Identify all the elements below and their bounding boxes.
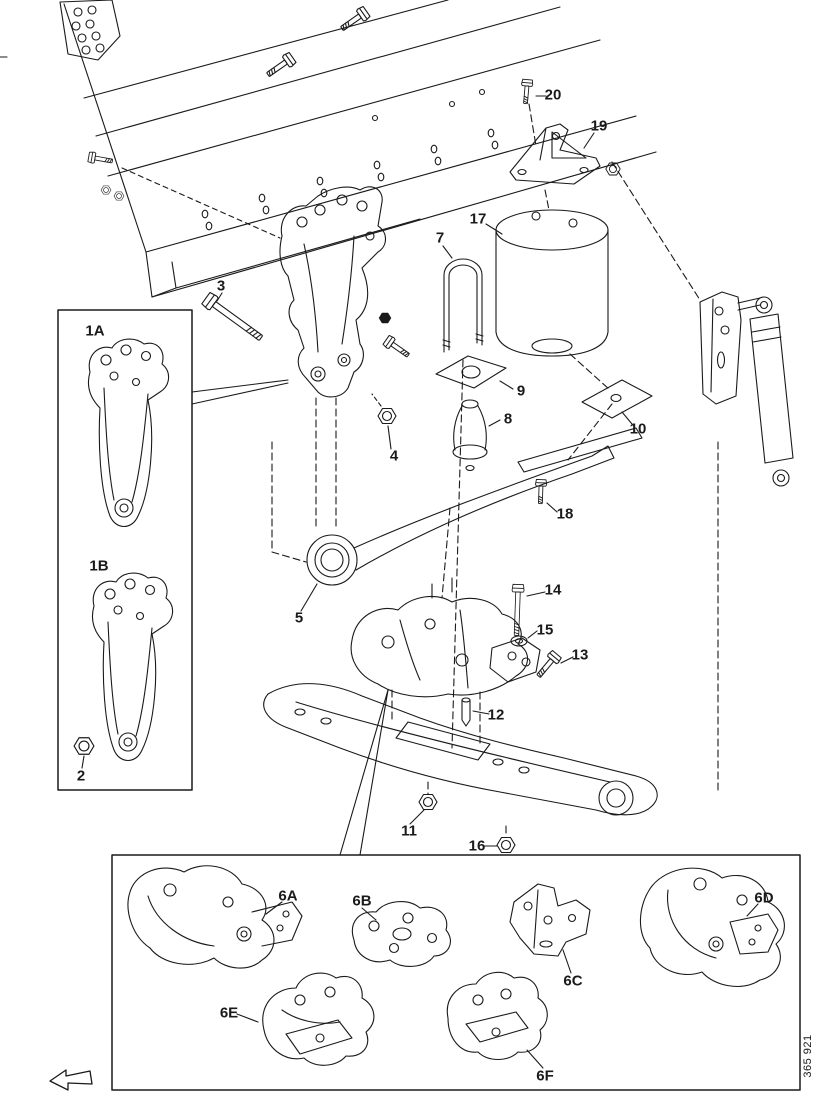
- callout-16: 16: [468, 837, 486, 855]
- air-spring-17: [495, 209, 609, 357]
- callout-1b: 1B: [89, 557, 109, 575]
- bracket-6c: [509, 883, 591, 957]
- nut-16: [496, 836, 516, 854]
- drawing-number: 365 921: [802, 1034, 814, 1078]
- callout-leader-lines: [81, 95, 759, 1069]
- chassis-frame-rail: [0, 0, 657, 298]
- callout-6f: 6F: [536, 1067, 554, 1085]
- callout-20: 20: [544, 86, 562, 104]
- callout-6b: 6B: [352, 892, 372, 910]
- frame-bolts: [263, 5, 372, 81]
- bracket-1b: [91, 572, 174, 762]
- callout-9: 9: [516, 382, 526, 400]
- axle-beam: [263, 683, 658, 816]
- callout-11: 11: [401, 822, 417, 840]
- variant-box: [111, 854, 801, 1091]
- spacer-plate-10: [581, 379, 653, 419]
- bracket-1a: [87, 338, 170, 528]
- bracket-6e: [262, 972, 375, 1066]
- bracket-6d: [639, 867, 785, 987]
- nut-2: [73, 737, 95, 755]
- callout-19: 19: [590, 117, 608, 135]
- axle-seat-casting: [350, 577, 541, 698]
- callout-18: 18: [556, 505, 574, 523]
- bracket-6b: [352, 901, 451, 967]
- small-bolt-and-nut: [378, 312, 413, 362]
- inset-pointer: [191, 379, 289, 405]
- direction-arrow-icon: [49, 1069, 93, 1091]
- callout-12: 12: [487, 706, 505, 724]
- bolt-18: [534, 478, 548, 505]
- leaf-spring-5: [306, 427, 643, 586]
- callout-4: 4: [389, 447, 399, 465]
- callout-6d: 6D: [754, 889, 774, 907]
- callout-1a: 1A: [85, 322, 105, 340]
- nut-4: [371, 393, 397, 425]
- callout-7: 7: [435, 229, 445, 247]
- assembly-centerlines: [271, 103, 719, 838]
- callout-6a: 6A: [278, 887, 298, 905]
- callout-15: 15: [536, 621, 554, 639]
- rubber-bumper-8: [452, 399, 488, 472]
- stud-12: [461, 697, 471, 727]
- callout-6c: 6C: [563, 972, 583, 990]
- bolt-3: [200, 291, 267, 346]
- callout-17: 17: [469, 210, 487, 228]
- bracket-6f: [446, 971, 548, 1061]
- callout-3: 3: [216, 277, 226, 295]
- u-bolt-7: [442, 258, 484, 353]
- variant-box-pointer: [339, 689, 389, 856]
- spring-plate-9: [435, 355, 507, 389]
- bolt-20: [519, 78, 534, 105]
- callout-13: 13: [571, 646, 589, 664]
- shock-absorber: [699, 291, 794, 487]
- air-spring-bracket-19: [509, 123, 601, 185]
- hanger-bracket: [279, 186, 387, 398]
- callout-2: 2: [76, 767, 86, 785]
- nut-11: [418, 793, 438, 811]
- bolt-14: [510, 583, 525, 637]
- callout-14: 14: [544, 581, 562, 599]
- callout-10: 10: [629, 420, 647, 438]
- callout-6e: 6E: [219, 1004, 239, 1022]
- inset-box-brackets: [57, 309, 289, 791]
- callout-5: 5: [294, 609, 304, 627]
- bracket-6a: [127, 865, 303, 969]
- callout-8: 8: [503, 410, 513, 428]
